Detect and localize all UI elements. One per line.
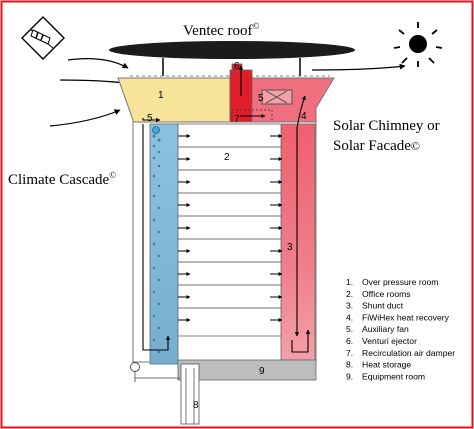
windsock-icon bbox=[21, 16, 65, 60]
solar-chimney-label: Solar Chimney or bbox=[333, 118, 440, 134]
zone-2-label: 2 bbox=[224, 152, 230, 163]
legend-number: 5. bbox=[346, 324, 353, 334]
floor-lines bbox=[178, 146, 281, 309]
legend-number: 7. bbox=[346, 348, 353, 358]
wind-outflow-arrows bbox=[311, 63, 406, 71]
legend-text: FiWiHex heat recovery bbox=[362, 312, 450, 322]
heat-storage bbox=[180, 363, 200, 425]
legend-text: Office rooms bbox=[362, 289, 411, 299]
zone-5a-label: 5 bbox=[147, 113, 153, 124]
legend-number: 4. bbox=[346, 312, 353, 322]
zone-9-label: 9 bbox=[259, 366, 265, 377]
legend-number: 6. bbox=[346, 336, 353, 346]
legend-text: Recirculation air damper bbox=[362, 348, 455, 358]
zone-5b-label: 5 bbox=[258, 93, 264, 104]
wind-inflow-arrows bbox=[49, 58, 133, 127]
equipment-room bbox=[177, 359, 317, 381]
zone-6-label: 6 bbox=[234, 61, 240, 72]
legend-text: Shunt duct bbox=[362, 301, 404, 311]
zone-8-label: 8 bbox=[193, 400, 199, 411]
floor-exhaust-arrows bbox=[270, 134, 283, 322]
legend-number: 1. bbox=[346, 277, 353, 287]
legend-text: Over pressure room bbox=[362, 277, 438, 287]
legend-text: Venturi ejector bbox=[362, 336, 417, 346]
pump-icon bbox=[130, 362, 180, 382]
zone-7-label: 7 bbox=[234, 114, 240, 125]
legend-text: Heat storage bbox=[362, 360, 411, 370]
office-rooms bbox=[177, 123, 282, 337]
zone-1-label: 1 bbox=[158, 90, 164, 101]
over-pressure-room bbox=[117, 77, 233, 126]
zone-4-label: 4 bbox=[301, 111, 307, 122]
sun-icon bbox=[393, 22, 443, 67]
legend-number: 2. bbox=[346, 289, 353, 299]
legend-text: Auxiliary fan bbox=[362, 324, 409, 334]
legend: 1. Over pressure room 2. Office rooms 3. Shun… bbox=[346, 277, 455, 381]
legend-number: 8. bbox=[346, 360, 353, 370]
solar-chimney-duct bbox=[280, 123, 316, 361]
legend-text: Equipment room bbox=[362, 371, 425, 381]
cascade-fan-icon bbox=[152, 126, 160, 134]
ventec-roof-label: Ventec roof© bbox=[183, 21, 260, 39]
legend-number: 9. bbox=[346, 371, 353, 381]
solar-facade-label: Solar Facade© bbox=[333, 138, 420, 154]
cascade-water-spray bbox=[152, 134, 161, 354]
legend-number: 3. bbox=[346, 301, 353, 311]
zone-3-label: 3 bbox=[287, 242, 293, 253]
airflow-paths bbox=[142, 95, 311, 353]
climate-cascade-label: Climate Cascade© bbox=[8, 170, 116, 188]
ventec-roof-disc bbox=[109, 41, 355, 59]
floor-supply-arrows bbox=[178, 134, 191, 322]
